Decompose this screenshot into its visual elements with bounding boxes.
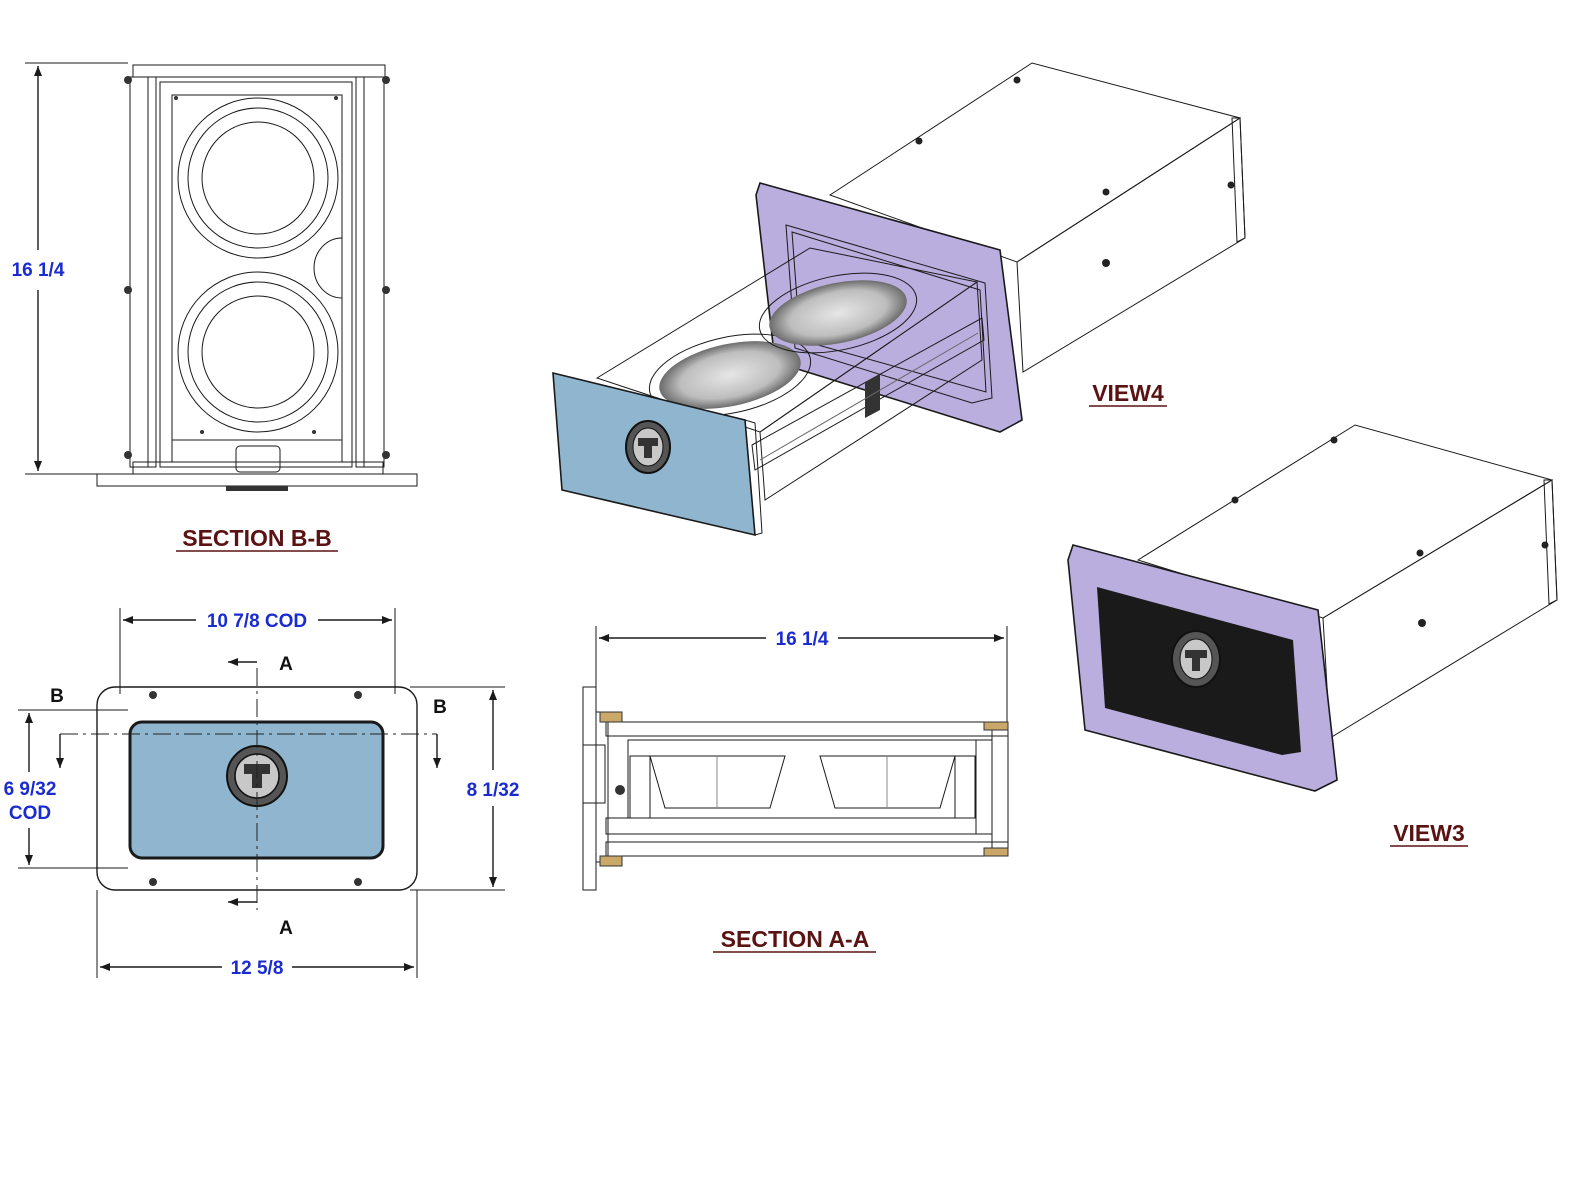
front-right-dim: 8 1/32: [467, 780, 520, 801]
front-top-dim: 10 7/8 COD: [207, 611, 307, 632]
view4-isometric: VIEW4: [552, 62, 1246, 537]
section-bb-view: 16 1/4 SECTI: [12, 62, 418, 552]
cup-holder-icon: [648, 333, 812, 417]
cup-holder-icon: [819, 755, 956, 809]
front-view: 10 7/8 COD A A B B 6 9/32 COD: [4, 608, 520, 979]
cup-holder-icon: [649, 755, 786, 809]
section-aa-view: 16 1/4 SECTION A-A: [582, 626, 1009, 953]
screw-icon: [149, 691, 362, 886]
view3-title: VIEW3: [1393, 820, 1465, 846]
latch-icon: [1171, 630, 1221, 688]
section-bb-height-dim: 16 1/4: [12, 260, 65, 281]
front-bottom-dim: 12 5/8: [231, 958, 284, 979]
cut-label-b-left: B: [50, 686, 64, 707]
drawer-slide-icon: [751, 317, 985, 471]
cut-label-a-bottom: A: [279, 918, 293, 939]
cup-holder-icon: [758, 272, 918, 354]
latch-icon: [625, 420, 671, 474]
view4-title: VIEW4: [1092, 380, 1164, 406]
screw-icon: [1231, 436, 1549, 627]
front-left-dim-line2: COD: [9, 803, 51, 824]
front-left-dim-line1: 6 9/32: [4, 779, 57, 800]
cut-label-a-top: A: [279, 654, 293, 675]
cup-holder-icon: [177, 97, 339, 259]
screw-icon: [915, 76, 1235, 417]
section-aa-title: SECTION A-A: [721, 926, 870, 952]
cut-label-b-right: B: [433, 697, 447, 718]
section-aa-length-dim: 16 1/4: [776, 629, 829, 650]
view3-isometric: VIEW3: [1067, 424, 1558, 847]
section-bb-title: SECTION B-B: [182, 525, 332, 551]
cup-holder-icon: [177, 271, 339, 433]
